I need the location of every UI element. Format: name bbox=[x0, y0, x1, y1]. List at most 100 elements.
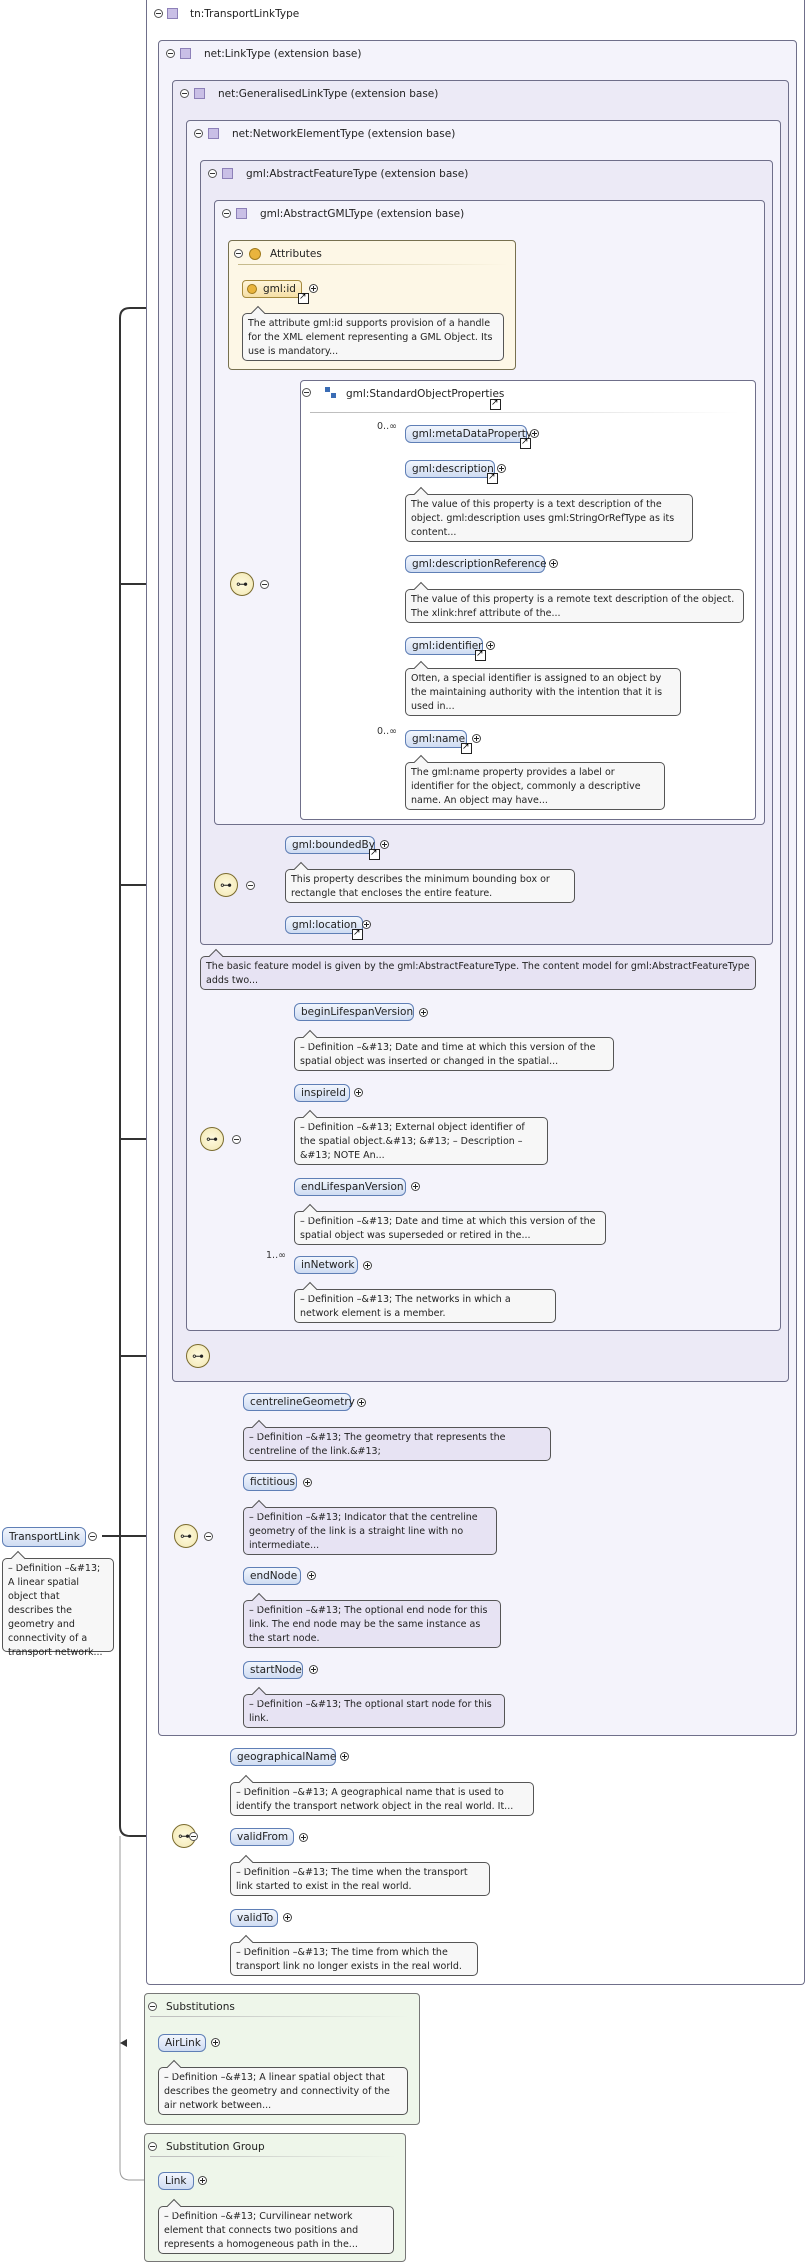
element-airlink[interactable]: AirLink bbox=[158, 2034, 206, 2052]
expand-icon[interactable] bbox=[486, 641, 495, 650]
complex-type-icon bbox=[167, 8, 178, 19]
reference-link-icon[interactable] bbox=[298, 291, 309, 304]
collapse-toggle[interactable] bbox=[204, 1532, 213, 1541]
substitutions-title: Substitutions bbox=[166, 2001, 235, 2013]
collapse-toggle[interactable] bbox=[194, 129, 203, 138]
expand-icon[interactable] bbox=[380, 840, 389, 849]
expand-icon[interactable] bbox=[307, 1571, 316, 1580]
collapse-toggle[interactable] bbox=[166, 49, 175, 58]
substitution-arrow bbox=[120, 2039, 127, 2047]
element-validfrom[interactable]: validFrom bbox=[230, 1828, 294, 1846]
root-element-transportlink[interactable]: TransportLink bbox=[2, 1527, 86, 1547]
sequence-compositor-icon: ⊶ bbox=[200, 1127, 224, 1151]
expand-icon[interactable] bbox=[211, 2038, 220, 2047]
sequence-compositor-icon: ⊶ bbox=[186, 1344, 210, 1368]
collapse-toggle[interactable] bbox=[234, 249, 243, 258]
element-validfrom-doc: – Definition –&#13; The time when the tr… bbox=[230, 1862, 490, 1896]
expand-icon[interactable] bbox=[411, 1182, 420, 1191]
attributes-divider bbox=[238, 264, 508, 265]
element-centrelinegeometry[interactable]: centrelineGeometry bbox=[243, 1393, 355, 1411]
element-startnode-doc: – Definition –&#13; The optional start n… bbox=[243, 1694, 505, 1728]
collapse-toggle[interactable] bbox=[88, 1532, 97, 1541]
collapse-toggle[interactable] bbox=[260, 580, 269, 589]
element-gml-boundedby[interactable]: gml:boundedBy bbox=[285, 836, 375, 854]
expand-icon[interactable] bbox=[198, 2176, 207, 2185]
reference-link-icon[interactable] bbox=[475, 648, 486, 661]
collapse-toggle[interactable] bbox=[222, 209, 231, 218]
collapse-toggle[interactable] bbox=[246, 881, 255, 890]
multiplicity-label: 1..∞ bbox=[266, 1250, 286, 1261]
collapse-toggle[interactable] bbox=[302, 388, 311, 397]
element-endlifespanversion[interactable]: endLifespanVersion bbox=[294, 1178, 406, 1196]
collapse-toggle[interactable] bbox=[189, 1832, 198, 1841]
element-startnode[interactable]: startNode bbox=[243, 1661, 303, 1679]
element-geographicalname-doc: – Definition –&#13; A geographical name … bbox=[230, 1782, 534, 1816]
expand-icon[interactable] bbox=[530, 429, 539, 438]
expand-icon[interactable] bbox=[362, 920, 371, 929]
expand-icon[interactable] bbox=[283, 1913, 292, 1922]
complex-type-icon bbox=[180, 48, 191, 59]
type-title-abstractfeaturetype: gml:AbstractFeatureType (extension base) bbox=[246, 168, 469, 180]
multiplicity-label: 0..∞ bbox=[377, 726, 397, 737]
attribute-gml-id[interactable]: gml:id bbox=[242, 280, 302, 298]
expand-icon[interactable] bbox=[472, 734, 481, 743]
element-fictitious-doc: – Definition –&#13; Indicator that the c… bbox=[243, 1507, 497, 1555]
attributes-title: Attributes bbox=[270, 248, 322, 260]
element-inspireid[interactable]: inspireId bbox=[294, 1084, 350, 1102]
reference-link-icon[interactable] bbox=[490, 397, 501, 410]
type-title-transportlinktype: tn:TransportLinkType bbox=[190, 8, 300, 20]
expand-icon[interactable] bbox=[549, 559, 558, 568]
collapse-toggle[interactable] bbox=[154, 9, 163, 18]
root-element-doc: – Definition –&#13; A linear spatial obj… bbox=[2, 1558, 114, 1658]
element-gml-identifier[interactable]: gml:identifier bbox=[405, 637, 483, 655]
element-gml-location[interactable]: gml:location bbox=[285, 916, 363, 934]
expand-icon[interactable] bbox=[309, 1665, 318, 1674]
element-innetwork[interactable]: inNetwork bbox=[294, 1256, 358, 1274]
collapse-toggle[interactable] bbox=[208, 169, 217, 178]
expand-icon[interactable] bbox=[363, 1261, 372, 1270]
reference-link-icon[interactable] bbox=[520, 436, 531, 449]
abstract-feature-type-doc: The basic feature model is given by the … bbox=[200, 956, 756, 990]
element-gml-description[interactable]: gml:description bbox=[405, 460, 495, 478]
element-centrelinegeometry-doc: – Definition –&#13; The geometry that re… bbox=[243, 1427, 551, 1461]
type-title-generalisedlinktype: net:GeneralisedLinkType (extension base) bbox=[218, 88, 439, 100]
element-validto-doc: – Definition –&#13; The time from which … bbox=[230, 1942, 478, 1976]
element-beginlifespanversion[interactable]: beginLifespanVersion bbox=[294, 1003, 414, 1021]
element-gml-metadataproperty[interactable]: gml:metaDataProperty bbox=[405, 425, 532, 443]
expand-icon[interactable] bbox=[357, 1398, 366, 1407]
reference-link-icon[interactable] bbox=[487, 471, 498, 484]
group-divider bbox=[310, 412, 740, 413]
collapse-toggle[interactable] bbox=[232, 1135, 241, 1144]
element-gml-description-doc: The value of this property is a text des… bbox=[405, 494, 693, 542]
element-gml-name-doc: The gml:name property provides a label o… bbox=[405, 762, 665, 810]
type-title-abstractgmltype: gml:AbstractGMLType (extension base) bbox=[260, 208, 465, 220]
collapse-toggle[interactable] bbox=[148, 2002, 157, 2011]
type-title-networkelementtype: net:NetworkElementType (extension base) bbox=[232, 128, 456, 140]
expand-icon[interactable] bbox=[299, 1833, 308, 1842]
attributes-icon bbox=[249, 248, 261, 260]
element-endnode-doc: – Definition –&#13; The optional end nod… bbox=[243, 1600, 501, 1648]
attribute-gml-id-label: gml:id bbox=[263, 283, 296, 295]
element-gml-descriptionreference[interactable]: gml:descriptionReference bbox=[405, 555, 547, 573]
element-validto[interactable]: validTo bbox=[230, 1909, 278, 1927]
collapse-toggle[interactable] bbox=[148, 2142, 157, 2151]
expand-icon[interactable] bbox=[309, 284, 318, 293]
expand-icon[interactable] bbox=[303, 1478, 312, 1487]
element-link[interactable]: Link bbox=[158, 2172, 194, 2190]
complex-type-icon bbox=[194, 88, 205, 99]
type-title-linktype: net:LinkType (extension base) bbox=[204, 48, 362, 60]
element-endnode[interactable]: endNode bbox=[243, 1567, 301, 1585]
reference-link-icon[interactable] bbox=[369, 847, 380, 860]
expand-icon[interactable] bbox=[419, 1008, 428, 1017]
reference-link-icon[interactable] bbox=[461, 741, 472, 754]
element-geographicalname[interactable]: geographicalName bbox=[230, 1748, 336, 1766]
collapse-toggle[interactable] bbox=[180, 89, 189, 98]
reference-link-icon[interactable] bbox=[352, 927, 363, 940]
expand-icon[interactable] bbox=[340, 1752, 349, 1761]
element-fictitious[interactable]: fictitious bbox=[243, 1473, 297, 1491]
substitution-group-divider bbox=[150, 2156, 396, 2157]
expand-icon[interactable] bbox=[354, 1088, 363, 1097]
expand-icon[interactable] bbox=[497, 464, 506, 473]
element-gml-name[interactable]: gml:name bbox=[405, 730, 467, 748]
element-airlink-doc: – Definition –&#13; A linear spatial obj… bbox=[158, 2067, 408, 2115]
